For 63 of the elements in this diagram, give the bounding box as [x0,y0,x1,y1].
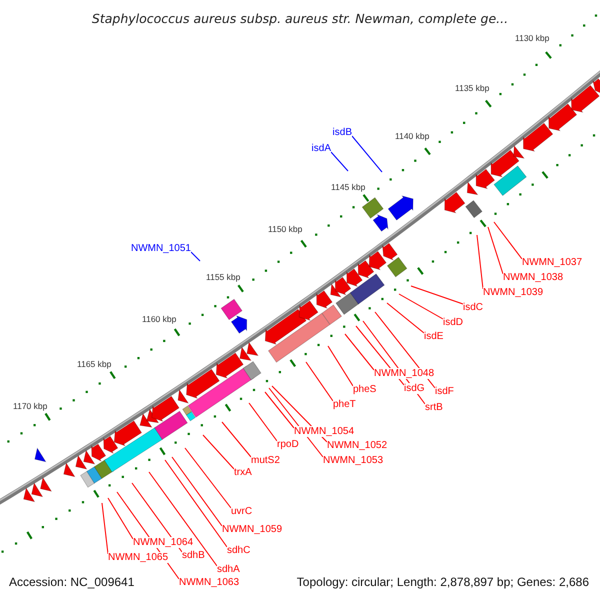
scale-label: 1135 kbp [455,82,490,94]
gene-label: isdA [312,142,331,154]
gene-label: uvrC [231,506,252,516]
gene-label: isdF [435,386,454,396]
gene-label: sdhB [182,550,205,560]
accession-note: Accession: NC_009641 [9,574,134,590]
gene-label: NWMN_1039 [483,286,544,298]
gene-label: pheS [353,384,376,394]
leader-line [386,302,424,334]
leader-line [248,402,278,442]
leader-line [222,422,252,458]
gene-label: mutS2 [251,454,280,466]
scale-label: 1140 kbp [395,130,430,142]
gene-label: NWMN_1048 [374,368,434,378]
gene-label: NWMN_1052 [327,440,388,450]
leader-line [328,346,354,386]
leader-line [190,252,200,262]
scale-label: 1165 kbp [77,358,112,370]
genome-summary: Topology: circular; Length: 2,878,897 bp; Genes: 2,686 [296,574,589,590]
leader-line [494,222,522,260]
gene-label: NWMN_1053 [323,454,384,466]
gene-label: NWMN_1059 [222,524,282,534]
leader-line [102,502,108,554]
scale-label: 1130 kbp [515,32,550,44]
gene-label: rpoD [277,438,299,450]
gene-label: NWMN_1065 [108,552,168,562]
scale-label: 1170 kbp [13,400,48,412]
gene-label: NWMN_1054 [294,426,354,436]
gene-label: isdG [404,382,425,394]
leader-line [306,362,334,402]
gene-label: sdhA [217,564,240,574]
map-title: Staphylococcus aureus subsp. aureus str. Newman, complete ge... [90,11,510,26]
gene-label: isdD [443,316,464,328]
gene-label: NWMN_1063 [179,576,240,588]
gene-label: isdE [424,330,444,342]
scale-label: 1155 kbp [206,271,240,283]
leader-line [202,434,234,470]
gene-label: NWMN_1037 [522,256,582,268]
scale-label: 1160 kbp [142,313,176,325]
leader-line [352,136,382,172]
leader-line [148,472,218,566]
leader-line [488,226,504,274]
gene-label: srtB [425,402,443,412]
leader-line [264,392,294,428]
leader-line [344,334,374,370]
leader-line [330,152,348,172]
leader-line [172,456,222,526]
gene-label: trxA [234,466,252,478]
leader-line [184,448,232,508]
gene-label: isdC [463,302,484,312]
scale-label: 1150 kbp [268,223,302,235]
leader-line [108,498,134,540]
gene-label: NWMN_1038 [503,272,564,282]
gene-label: NWMN_1064 [133,536,194,548]
leader-line [476,234,484,290]
gene-label: NWMN_1051 [130,242,191,254]
leader-line [410,286,464,304]
gene-label: isdB [332,126,352,138]
gene-label: sdhC [227,544,250,556]
scale-label: 1145 kbp [331,181,366,193]
leader-line [398,294,444,320]
leader-line [164,460,228,548]
gene-label: pheT [333,398,356,410]
